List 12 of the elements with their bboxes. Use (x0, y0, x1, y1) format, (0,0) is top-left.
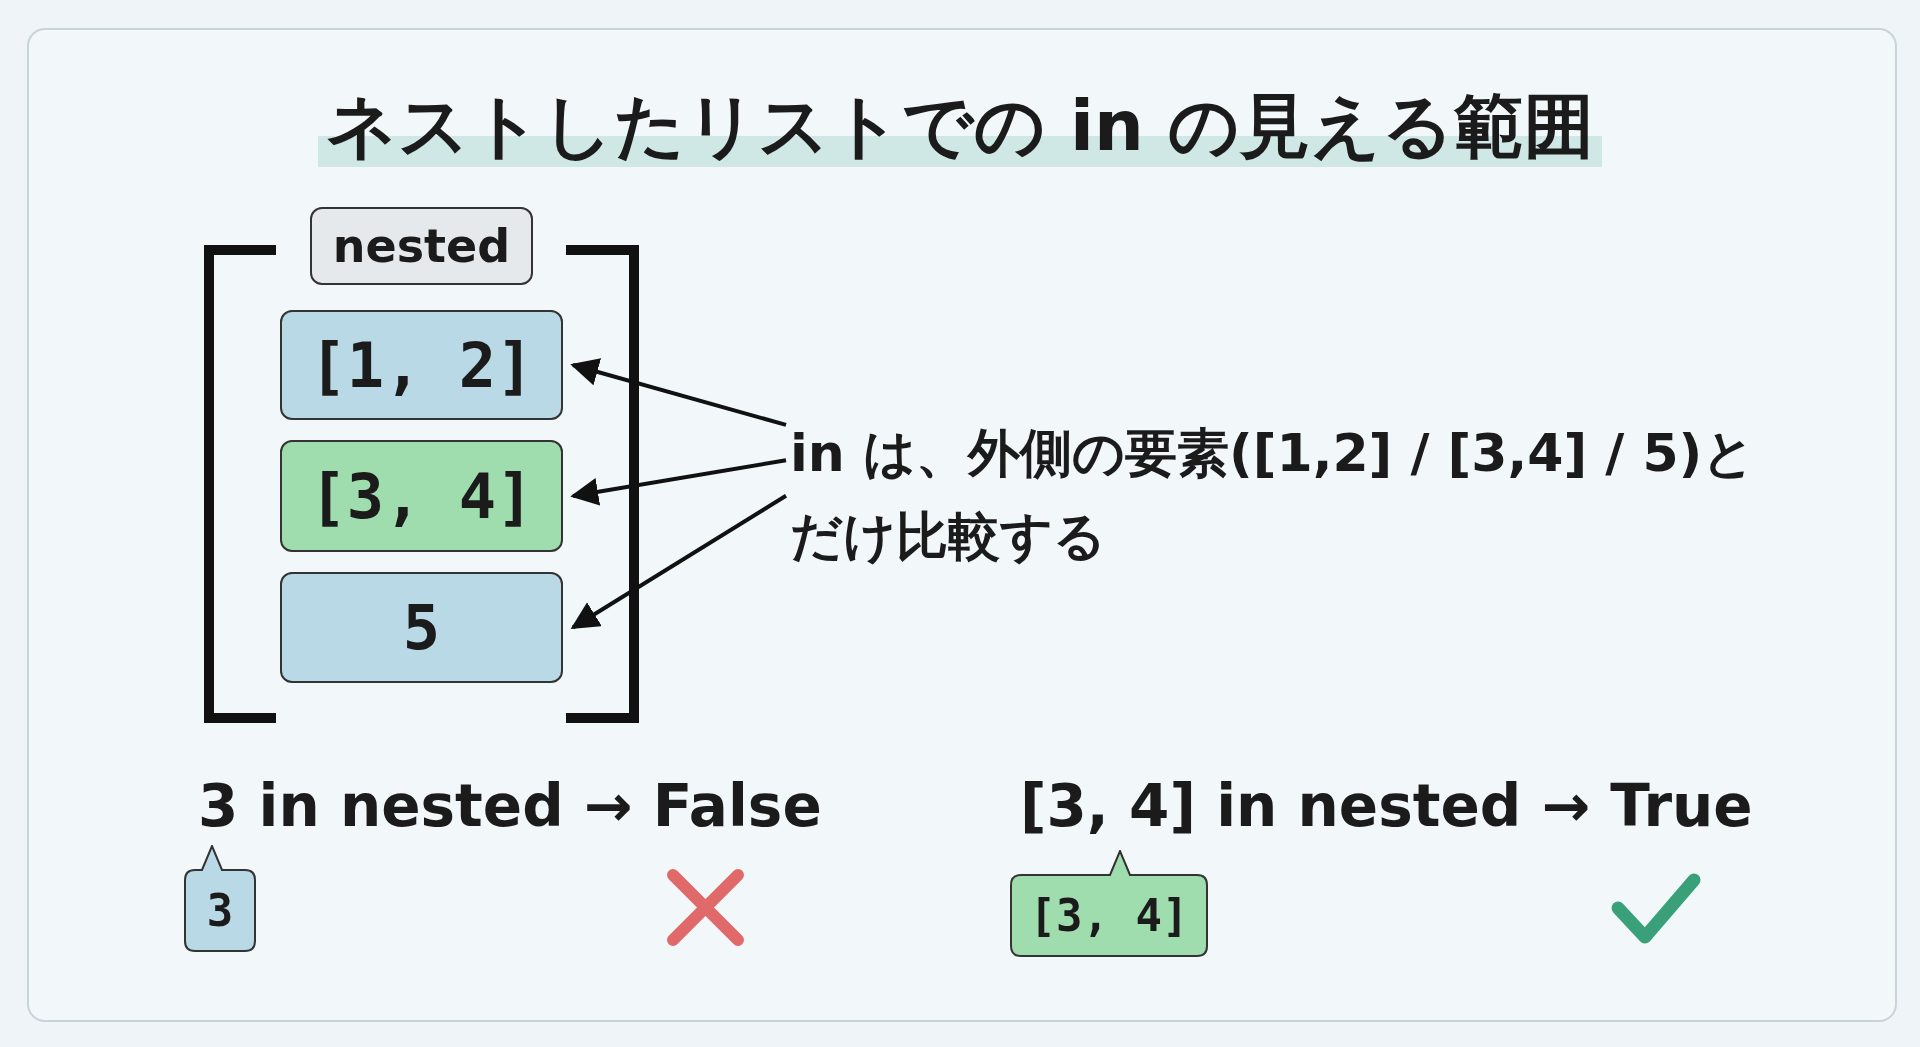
expression-result: 3 in nested → False (198, 772, 822, 840)
callout-bubble: [3, 4] (1010, 850, 1208, 957)
list-element-box: [1, 2] (280, 310, 563, 420)
callout-bubble: 3 (184, 845, 256, 952)
list-name-tag: nested (310, 207, 533, 285)
list-element-box: [3, 4] (280, 440, 563, 552)
explanation-text: in は、外側の要素([1,2] / [3,4] / 5)とだけ比較する (790, 405, 1780, 585)
arrow (570, 358, 787, 427)
list-element-box: 5 (280, 572, 563, 683)
expression-result: [3, 4] in nested → True (1020, 772, 1753, 840)
arrow (570, 458, 787, 506)
arrow (570, 494, 788, 630)
